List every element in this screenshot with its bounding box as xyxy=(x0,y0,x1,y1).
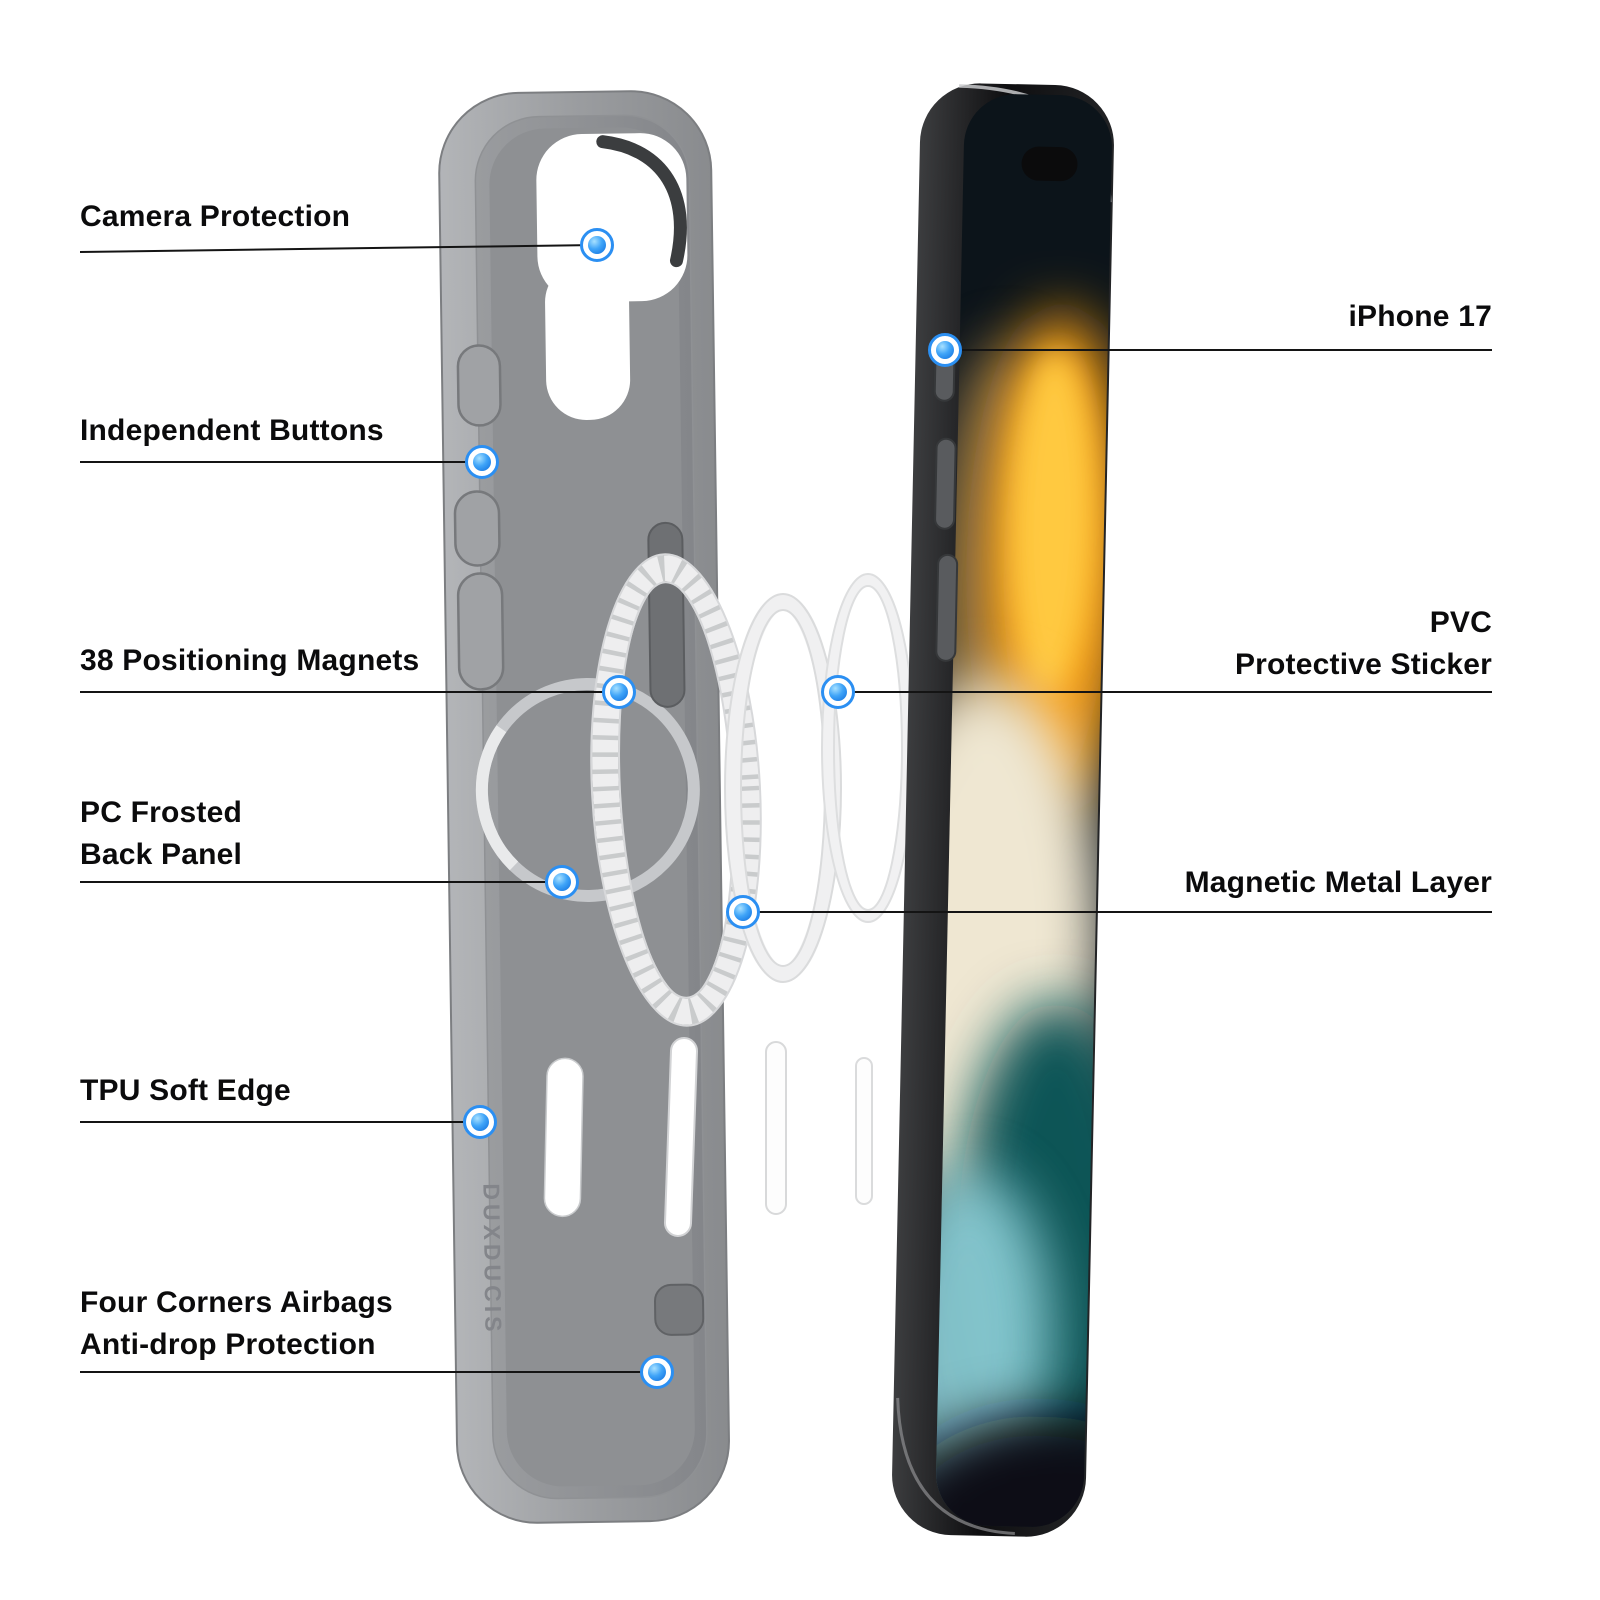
label-line: Anti-drop Protection xyxy=(80,1328,376,1361)
magnet-ring-array xyxy=(590,553,762,1027)
callout-label-camera-protection: Camera Protection xyxy=(80,196,350,238)
callout-line-camera-protection xyxy=(79,244,598,253)
case-brand-text: DUXDUCIS xyxy=(478,1183,506,1335)
label-line: Four Corners Airbags xyxy=(80,1286,393,1319)
callout-lines xyxy=(79,244,1492,1373)
label-line: Camera Protection xyxy=(80,200,351,233)
phone-case: DUXDUCIS xyxy=(438,90,730,1524)
case-lanyard-hole xyxy=(654,1283,705,1336)
case-buttons xyxy=(453,344,505,691)
callout-label-magnetic-metal-layer: Magnetic Metal Layer xyxy=(1185,862,1492,904)
callout-dot-pc-back-panel xyxy=(545,865,579,899)
label-line: Independent Buttons xyxy=(80,414,384,447)
label-line: Magnetic Metal Layer xyxy=(1184,866,1492,899)
callout-dot-positioning-magnets xyxy=(602,675,636,709)
callout-dot-pvc-sticker xyxy=(821,675,855,709)
frame-bottom-highlight xyxy=(896,1397,1015,1535)
iphone xyxy=(892,83,1114,1537)
callout-label-pc-back-panel: PC Frosted Back Panel xyxy=(80,792,242,876)
callout-dot-iphone-17 xyxy=(928,333,962,367)
callout-label-independent-buttons: Independent Buttons xyxy=(80,410,384,452)
label-line: Back Panel xyxy=(80,838,243,871)
callout-dot-four-corners xyxy=(640,1355,674,1389)
alignment-magnet-bars xyxy=(663,1037,873,1237)
label-line: PC Frosted xyxy=(80,796,243,829)
case-magsafe-ring xyxy=(475,677,700,902)
callout-dot-camera-protection xyxy=(580,228,614,262)
callout-dot-independent-buttons xyxy=(465,445,499,479)
label-line: PVC xyxy=(1429,606,1492,639)
callout-label-pvc-sticker: PVC Protective Sticker xyxy=(1235,602,1492,686)
iphone-screen xyxy=(935,93,1113,1528)
callout-label-four-corners: Four Corners Airbags Anti-drop Protectio… xyxy=(80,1282,393,1366)
case-camera-cutout xyxy=(536,133,688,420)
label-line: Protective Sticker xyxy=(1234,648,1492,681)
callout-label-tpu-soft-edge: TPU Soft Edge xyxy=(80,1070,291,1112)
callout-dot-magnetic-metal-layer xyxy=(726,895,760,929)
label-line: iPhone 17 xyxy=(1348,300,1492,333)
label-line: 38 Positioning Magnets xyxy=(80,644,420,677)
callout-dot-tpu-soft-edge xyxy=(463,1105,497,1139)
callout-label-iphone-17: iPhone 17 xyxy=(1348,296,1492,338)
label-line: TPU Soft Edge xyxy=(80,1074,291,1107)
camera-bump-edge xyxy=(596,135,687,268)
callout-label-positioning-magnets: 38 Positioning Magnets xyxy=(80,640,419,682)
dynamic-island xyxy=(1021,146,1078,182)
case-key-slot xyxy=(647,521,686,708)
case-port-cutout xyxy=(543,1057,584,1218)
